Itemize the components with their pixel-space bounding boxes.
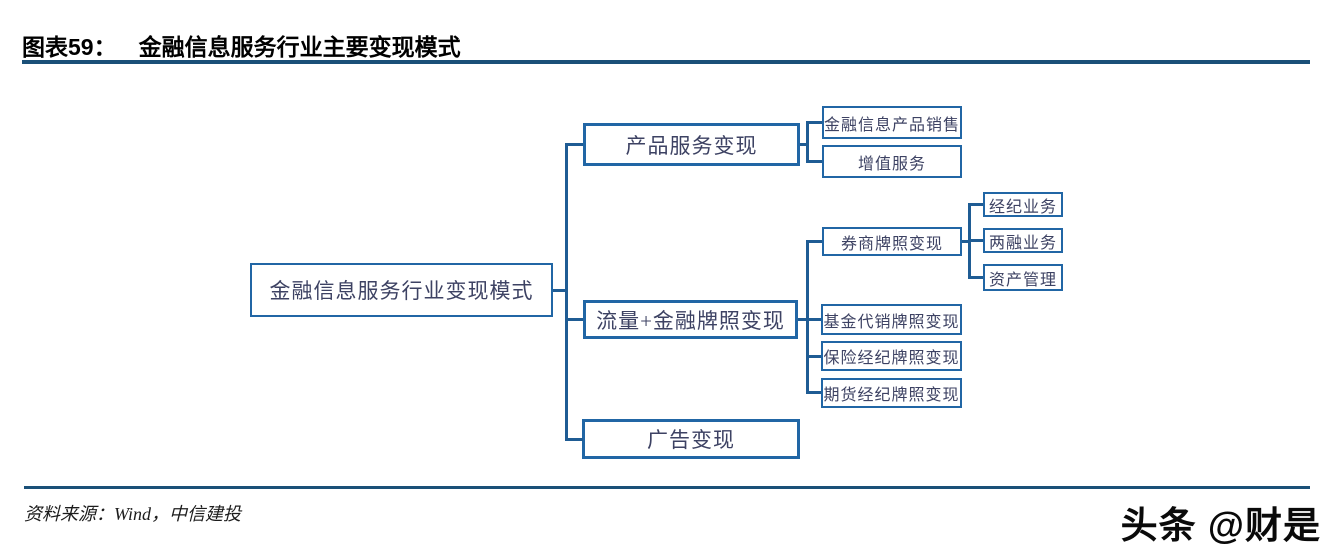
- connector-line: [968, 276, 983, 279]
- node-traffic-license-monetization: 流量+金融牌照变现: [583, 300, 798, 339]
- node-label: 流量+金融牌照变现: [596, 308, 785, 333]
- toutiao-watermark: 头条 @财是: [1120, 505, 1321, 546]
- connector-line: [968, 239, 983, 242]
- node-financial-info-product-sales: 金融信息产品销售: [822, 106, 962, 139]
- node-label: 基金代销牌照变现: [823, 313, 960, 331]
- node-label: 金融信息产品销售: [824, 116, 961, 134]
- connector-line: [968, 203, 983, 206]
- title-divider-rule: [22, 60, 1310, 64]
- connector-line: [806, 121, 822, 124]
- connector-line: [806, 355, 821, 358]
- node-product-service-monetization: 产品服务变现: [583, 123, 800, 166]
- connector-line: [798, 318, 808, 321]
- connector-line: [962, 240, 970, 243]
- connector-line: [565, 438, 583, 441]
- connector-line: [806, 160, 822, 163]
- node-broker-license-monetization: 券商牌照变现: [822, 227, 962, 256]
- node-label: 金融信息服务行业变现模式: [269, 279, 534, 303]
- node-asset-management: 资产管理: [983, 264, 1063, 291]
- node-futures-brokerage-license: 期货经纪牌照变现: [821, 378, 962, 408]
- node-label: 期货经纪牌照变现: [823, 387, 960, 404]
- connector-line: [806, 318, 821, 321]
- connector-line: [565, 318, 583, 321]
- node-fund-distribution-license: 基金代销牌照变现: [821, 304, 962, 335]
- node-label: 广告变现: [647, 428, 735, 452]
- node-label: 增值服务: [857, 155, 926, 173]
- connector-line: [806, 240, 822, 243]
- node-insurance-brokerage-license: 保险经纪牌照变现: [821, 341, 962, 371]
- figure-title: 金融信息服务行业主要变现模式: [138, 34, 461, 60]
- node-label: 保险经纪牌照变现: [823, 350, 960, 367]
- connector-line: [806, 391, 821, 394]
- connector-line: [806, 240, 809, 394]
- node-margin-trading-business: 两融业务: [983, 228, 1063, 253]
- node-label: 经纪业务: [988, 198, 1057, 216]
- node-root-monetization-model: 金融信息服务行业变现模式: [250, 263, 553, 317]
- node-label: 资产管理: [988, 271, 1057, 289]
- node-ad-monetization: 广告变现: [582, 419, 800, 459]
- footer-divider-rule: [24, 486, 1310, 489]
- node-value-added-services: 增值服务: [822, 145, 962, 178]
- connector-line: [565, 143, 568, 441]
- node-label: 产品服务变现: [625, 133, 758, 158]
- connector-line: [565, 143, 583, 146]
- figure-number-label: 图表59：: [22, 34, 117, 60]
- connector-line: [806, 121, 809, 163]
- source-note: 资料来源：Wind，中信建投: [24, 504, 242, 524]
- node-label: 两融业务: [988, 234, 1057, 252]
- connector-line: [800, 143, 809, 146]
- connector-line: [553, 289, 567, 292]
- node-label: 券商牌照变现: [840, 235, 943, 253]
- figure-header: 图表59： 金融信息服务行业主要变现模式: [22, 28, 461, 62]
- node-brokerage-business: 经纪业务: [983, 192, 1063, 217]
